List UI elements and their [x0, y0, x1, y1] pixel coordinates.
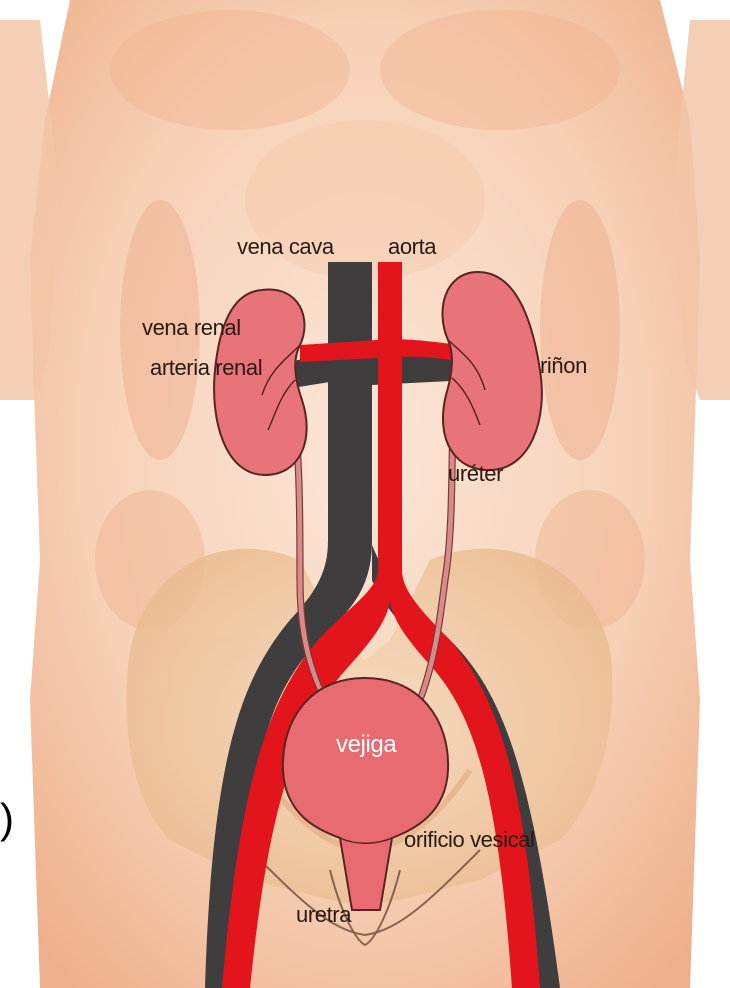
label-vena-renal: vena renal: [142, 315, 241, 340]
label-ureter: uréter: [448, 461, 503, 486]
edge-parenthesis: ): [0, 795, 14, 842]
label-vejiga: vejiga: [336, 731, 397, 758]
label-arteria-renal: arteria renal: [150, 355, 262, 380]
label-vena-cava: vena cava: [237, 234, 335, 259]
label-aorta: aorta: [388, 234, 437, 259]
label-rinon: riñon: [540, 353, 587, 378]
label-uretra: uretra: [296, 902, 352, 927]
label-orificio-vesical: orificio vesical: [404, 827, 535, 852]
